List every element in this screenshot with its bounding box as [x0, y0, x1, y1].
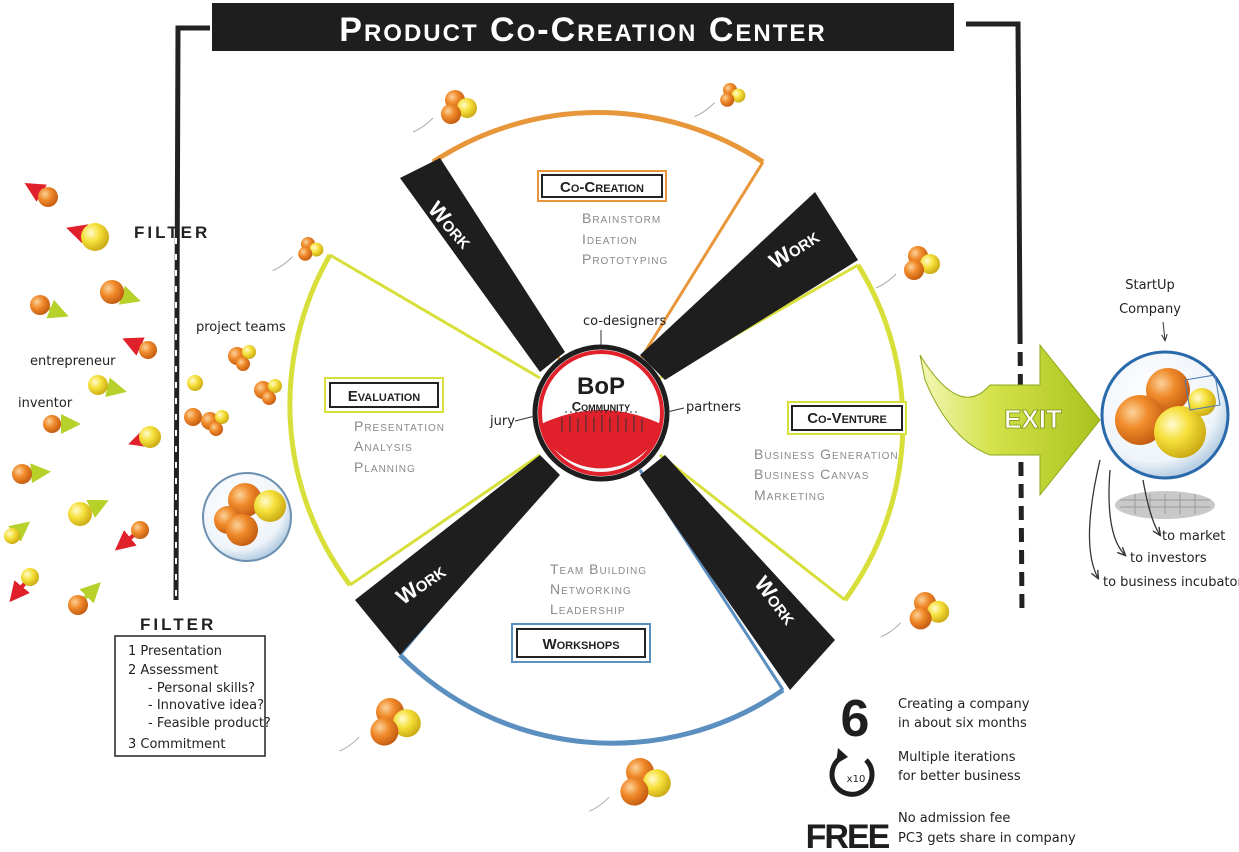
destination-label: to investors [1130, 551, 1207, 566]
startup-label: StartUp [1125, 278, 1175, 293]
idea-particle [24, 182, 58, 207]
team-cluster [589, 758, 671, 812]
filter-item: - Feasible product? [148, 716, 271, 731]
exit-label: EXIT [1004, 404, 1062, 434]
enclosure-frame [173, 21, 1025, 616]
co-venture-item: Business Generation [754, 446, 899, 462]
hub-subtitle: Community [572, 399, 630, 414]
idea-particle [68, 499, 109, 526]
filter-item: 3 Commitment [128, 737, 225, 752]
crowd-icon [561, 411, 643, 432]
fact-free: FREE No admission fee PC3 gets share in … [806, 811, 1076, 852]
idea-particle [100, 280, 141, 305]
workshops-segment [398, 653, 785, 746]
idea-particle [128, 426, 161, 448]
work-spoke-top-right: Work [640, 192, 858, 380]
destination-label: to business incubator [1103, 575, 1239, 590]
free-icon: FREE [806, 818, 890, 852]
title-banner: Product Co-Creation Center [212, 3, 954, 51]
fact-line: No admission fee [898, 811, 1010, 826]
fact-line: in about six months [898, 716, 1027, 731]
team-cluster [694, 83, 746, 118]
destination-label: to market [1162, 529, 1225, 544]
co-creation-item: Prototyping [582, 251, 668, 267]
co-venture-item: Business Canvas [754, 466, 869, 482]
team-cluster [339, 698, 421, 752]
co-creation-label: Co-Creation [560, 179, 644, 196]
process-wheel: Work Work Work Work Co-Creation Brainsto… [287, 110, 907, 746]
fact-line: PC3 gets share in company [898, 831, 1076, 846]
filter-item: 2 Assessment [128, 663, 218, 678]
evaluation-item: Presentation [354, 418, 445, 434]
project-teams-label: project teams [196, 320, 286, 335]
workshops-item: Networking [550, 581, 632, 597]
idea-particle [114, 521, 149, 551]
cycle-icon [829, 748, 875, 797]
evaluation-item: Analysis [354, 438, 413, 454]
partners-label: partners [686, 400, 741, 415]
hub-title: BoP [577, 373, 625, 400]
workshops-item: Leadership [550, 601, 626, 617]
page-title: Product Co-Creation Center [339, 11, 826, 49]
filter-box-title: FILTER [140, 615, 216, 634]
co-creation-item: Brainstorm [582, 210, 661, 226]
filter-top-label: FILTER [134, 223, 210, 242]
idea-particle [184, 408, 202, 426]
x10-label: x10 [847, 774, 866, 785]
work-spoke-bottom-left: Work [355, 455, 560, 655]
fact-line: Multiple iterations [898, 750, 1016, 765]
workshops-label: Workshops [542, 636, 619, 653]
idea-particle [4, 521, 31, 544]
workshops-box: Workshops [511, 623, 651, 663]
workshops-item: Team Building [550, 561, 647, 577]
co-creation-box: Co-Creation [537, 170, 667, 202]
orbiting-teams [272, 83, 950, 812]
idea-particle [66, 223, 109, 251]
filter-item: 1 Presentation [128, 644, 222, 659]
co-venture-box: Co-Venture [787, 401, 907, 435]
filter-item: - Personal skills? [148, 681, 255, 696]
team-bubble-left [202, 472, 292, 562]
co-venture-item: Marketing [754, 487, 826, 503]
fact-line: for better business [898, 769, 1021, 784]
team-cluster [272, 237, 324, 272]
idea-particle [12, 463, 51, 484]
idea-particle [68, 582, 101, 615]
idea-particle [30, 295, 69, 319]
fact-iterations: x10 Multiple iterations for better busin… [829, 748, 1021, 797]
idea-particle [122, 337, 157, 359]
inventor-label: inventor [18, 396, 73, 411]
co-creation-segment [431, 110, 765, 165]
jury-label: jury [489, 414, 515, 429]
bop-community-hub: BoP Community [532, 344, 670, 482]
filter-box: FILTER 1 Presentation 2 Assessment - Per… [114, 615, 271, 757]
entrepreneur-label: entrepreneur [30, 354, 116, 369]
idea-particle [187, 375, 203, 391]
co-designers-label: co-designers [583, 314, 667, 329]
idea-particle [9, 568, 39, 603]
team-cluster [201, 410, 229, 436]
team-cluster [880, 592, 950, 638]
exit-arrow: EXIT [919, 343, 1101, 497]
team-cluster [254, 379, 282, 405]
evaluation-segment [287, 253, 352, 587]
startup-label: Company [1119, 302, 1181, 317]
idea-particle [43, 414, 81, 434]
fact-line: Creating a company [898, 697, 1030, 712]
incoming-ideas [4, 182, 282, 615]
team-cluster [875, 246, 940, 289]
idea-particle [88, 375, 127, 397]
evaluation-item: Planning [354, 459, 416, 475]
startup-bubble [1100, 350, 1230, 519]
co-creation-item: Ideation [582, 231, 638, 247]
evaluation-box: Evaluation [324, 377, 444, 413]
evaluation-label: Evaluation [348, 388, 421, 405]
fact-six-months: 6 Creating a company in about six months [841, 690, 1030, 748]
six-icon: 6 [841, 690, 870, 748]
filter-item: - Innovative idea? [148, 698, 264, 713]
team-cluster [412, 90, 477, 133]
team-cluster [228, 345, 256, 371]
co-venture-label: Co-Venture [807, 410, 887, 427]
